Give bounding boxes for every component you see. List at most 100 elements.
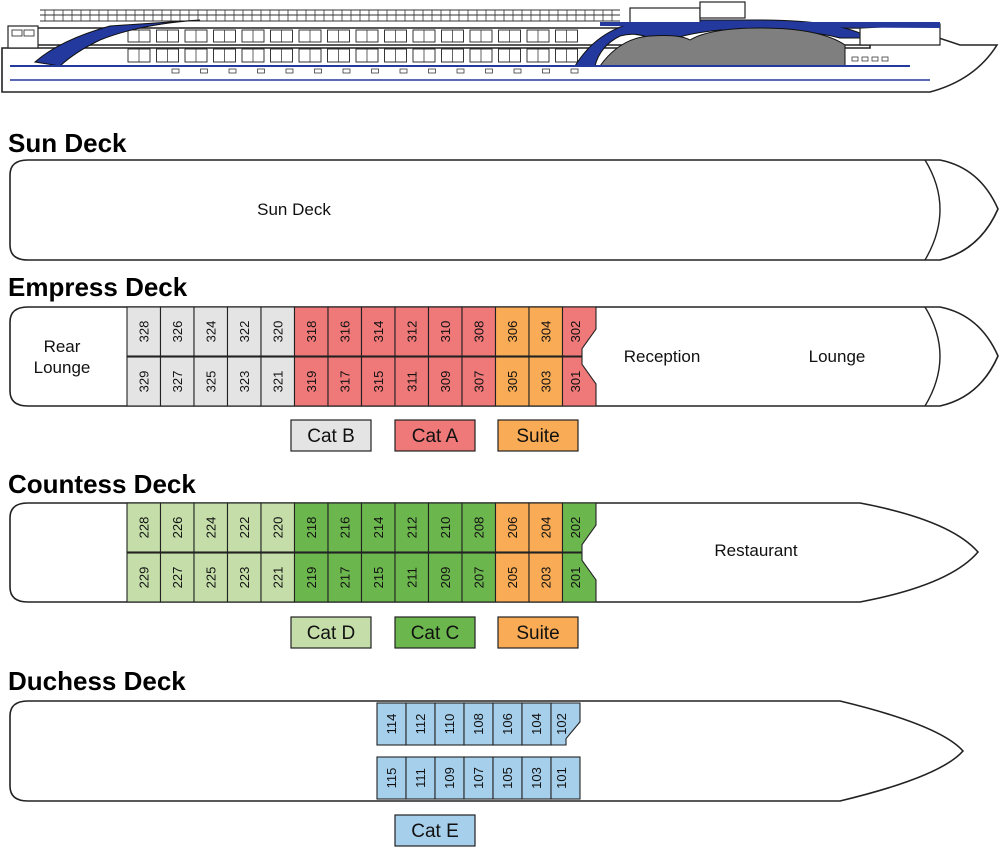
cabin-number-306: 306 — [505, 321, 520, 343]
cabin-number-301: 301 — [568, 371, 583, 393]
cabin-number-309: 309 — [438, 371, 453, 393]
cabin-number-222: 222 — [237, 517, 252, 539]
cabin-number-317: 317 — [337, 371, 352, 393]
cabin-216 — [327, 502, 363, 553]
cabin-number-216: 216 — [337, 517, 352, 539]
cabin-number-308: 308 — [471, 321, 486, 343]
cabin-103 — [521, 756, 552, 800]
cabin-number-305: 305 — [505, 371, 520, 393]
cabin-number-307: 307 — [471, 371, 486, 393]
empress-deck-title: Empress Deck — [8, 272, 188, 302]
reception-label: Reception — [624, 347, 701, 366]
legend-swatch-suite — [497, 616, 579, 649]
cabin-number-311: 311 — [404, 371, 419, 392]
cabin-number-326: 326 — [170, 321, 185, 343]
cabin-number-324: 324 — [203, 321, 218, 343]
cabin-114 — [376, 702, 407, 746]
cabin-number-206: 206 — [505, 517, 520, 539]
cabin-115 — [376, 756, 407, 800]
cabin-number-111: 111 — [413, 768, 428, 788]
legend-swatch-suite — [497, 419, 579, 452]
cabin-number-218: 218 — [304, 517, 319, 539]
legend-label-cat-b: Cat B — [307, 426, 355, 447]
cabin-number-229: 229 — [136, 567, 151, 589]
cabin-number-201: 201 — [568, 567, 583, 589]
cabin-number-318: 318 — [304, 321, 319, 343]
cabin-number-204: 204 — [538, 517, 553, 539]
cabin-number-303: 303 — [538, 371, 553, 393]
countess-deck-title: Countess Deck — [8, 469, 196, 499]
cabin-301 — [561, 356, 597, 407]
cabin-number-103: 103 — [529, 767, 544, 789]
cabin-210 — [427, 502, 463, 553]
cabin-number-202: 202 — [568, 517, 583, 539]
cabin-215 — [360, 552, 396, 603]
cabin-105 — [492, 756, 523, 800]
cabin-number-228: 228 — [136, 517, 151, 539]
cabin-number-304: 304 — [538, 321, 553, 343]
cabin-324 — [193, 306, 229, 357]
cabin-number-101: 101 — [554, 767, 569, 789]
cabin-number-329: 329 — [136, 371, 151, 393]
cabin-221 — [260, 552, 296, 603]
cabin-205 — [494, 552, 530, 603]
cabin-number-327: 327 — [170, 371, 185, 393]
legend-label-suite: Suite — [516, 623, 559, 644]
cabin-number-322: 322 — [237, 321, 252, 343]
cabin-310 — [427, 306, 463, 357]
cabin-number-203: 203 — [538, 567, 553, 589]
cabin-102 — [550, 702, 581, 746]
cabin-222 — [226, 502, 262, 553]
cabin-number-220: 220 — [270, 517, 285, 539]
duchess-deck-title: Duchess Deck — [8, 666, 186, 696]
cabin-number-325: 325 — [203, 371, 218, 393]
ship-profile-icon — [1, 1, 999, 93]
cabin-106 — [492, 702, 523, 746]
cabin-number-105: 105 — [500, 767, 515, 789]
cabin-109 — [434, 756, 465, 800]
cabin-107 — [463, 756, 494, 800]
rear-lounge-label-line2: Lounge — [34, 358, 91, 377]
cabin-214 — [360, 502, 396, 553]
cabin-number-212: 212 — [404, 517, 419, 539]
cabin-number-225: 225 — [203, 567, 218, 589]
cabin-number-208: 208 — [471, 517, 486, 539]
cabin-111 — [405, 756, 436, 800]
cabin-number-114: 114 — [384, 714, 399, 735]
cabin-number-112: 112 — [413, 714, 428, 735]
lounge-label: Lounge — [809, 347, 866, 366]
cabin-number-319: 319 — [304, 371, 319, 393]
cabin-306 — [494, 306, 530, 357]
cabin-number-312: 312 — [404, 321, 419, 343]
legend-label-suite: Suite — [516, 426, 559, 447]
cabin-202 — [561, 502, 597, 553]
cabin-number-205: 205 — [505, 567, 520, 589]
cabin-number-310: 310 — [438, 321, 453, 343]
cabin-321 — [260, 356, 296, 407]
restaurant-label: Restaurant — [714, 541, 797, 560]
cabin-206 — [494, 502, 530, 553]
cabin-number-104: 104 — [529, 713, 544, 735]
cabin-303 — [528, 356, 564, 407]
cabin-number-314: 314 — [371, 321, 386, 343]
cabin-219 — [293, 552, 329, 603]
cabin-number-211: 211 — [404, 567, 419, 588]
cabin-number-207: 207 — [471, 567, 486, 589]
sun-deck-area-label: Sun Deck — [257, 200, 331, 219]
cabin-number-110: 110 — [442, 714, 457, 735]
cabin-325 — [193, 356, 229, 407]
cabin-220 — [260, 502, 296, 553]
cabin-number-302: 302 — [568, 321, 583, 343]
cabin-329 — [126, 356, 162, 407]
sun-deck-hull — [9, 159, 999, 261]
cabin-223 — [226, 552, 262, 603]
cabin-217 — [327, 552, 363, 603]
cabin-101 — [550, 756, 581, 800]
cabin-322 — [226, 306, 262, 357]
cabin-228 — [126, 502, 162, 553]
